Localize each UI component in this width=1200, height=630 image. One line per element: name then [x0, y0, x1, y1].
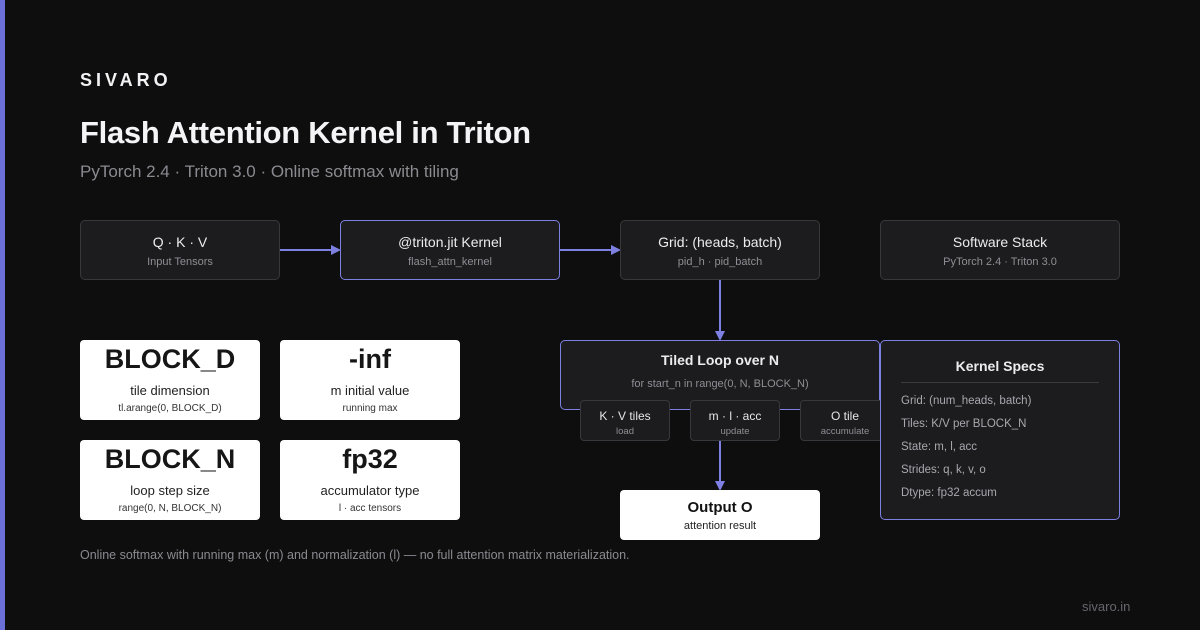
input-tensors-sub: Input Tensors — [147, 256, 213, 268]
stat-card-m-initial: -inf m initial value running max — [280, 340, 460, 420]
stat-card-block-d: BLOCK_D tile dimension tl.arange(0, BLOC… — [80, 340, 260, 420]
chip-title: K · V tiles — [599, 409, 651, 423]
chip-title: O tile — [830, 409, 859, 423]
chip-m-l-acc: m · l · acc update — [690, 400, 780, 441]
chip-sub: accumulate — [820, 426, 870, 437]
output-node: Output O attention result — [620, 490, 820, 540]
output-title: Output O — [687, 499, 753, 516]
stat-label: tile dimension — [130, 383, 210, 398]
kernel-spec-row: Dtype: fp32 accum — [901, 487, 997, 499]
output-sub: attention result — [683, 520, 757, 532]
tiled-loop-title: Tiled Loop over N — [661, 352, 779, 368]
stat-label: loop step size — [130, 483, 210, 498]
chip-o-tile: O tile accumulate — [800, 400, 890, 441]
chip-title: m · l · acc — [708, 409, 762, 423]
software-stack-sub: PyTorch 2.4 · Triton 3.0 — [943, 256, 1057, 268]
grid-title: Grid: (heads, batch) — [658, 234, 782, 250]
chip-sub: update — [720, 426, 750, 437]
kernel-spec-row: Grid: (num_heads, batch) — [901, 395, 1032, 407]
brand-logo: SIVARO — [80, 70, 172, 90]
stat-label: accumulator type — [320, 483, 420, 498]
stat-detail: running max — [342, 403, 398, 414]
stat-label: m initial value — [330, 383, 410, 398]
grid-node: Grid: (heads, batch) pid_h · pid_batch — [620, 220, 820, 280]
kernel-specs-panel: Kernel Specs Grid: (num_heads, batch) Ti… — [880, 340, 1120, 520]
stat-card-block-n: BLOCK_N loop step size range(0, N, BLOCK… — [80, 440, 260, 520]
stat-card-accumulator: fp32 accumulator type l · acc tensors — [280, 440, 460, 520]
kernel-spec-row: Tiles: K/V per BLOCK_N — [901, 418, 1027, 430]
kernel-specs-divider — [901, 382, 1099, 383]
stat-value: -inf — [349, 344, 391, 374]
kernel-specs-heading: Kernel Specs — [955, 358, 1045, 374]
triton-kernel-title: @triton.jit Kernel — [398, 234, 502, 250]
page-title: Flash Attention Kernel in Triton — [80, 115, 531, 150]
site-domain: sivaro.in — [1082, 599, 1131, 614]
tiled-loop-sub: for start_n in range(0, N, BLOCK_N) — [631, 378, 809, 390]
chip-kv-tiles: K · V tiles load — [580, 400, 670, 441]
input-tensors-title: Q · K · V — [152, 234, 208, 250]
input-tensors-node: Q · K · V Input Tensors — [80, 220, 280, 280]
stat-value: BLOCK_D — [104, 344, 236, 374]
grid-sub: pid_h · pid_batch — [677, 256, 763, 268]
software-stack-node: Software Stack PyTorch 2.4 · Triton 3.0 — [880, 220, 1120, 280]
page-subtitle: PyTorch 2.4 · Triton 3.0 · Online softma… — [80, 162, 459, 181]
triton-kernel-node: @triton.jit Kernel flash_attn_kernel — [340, 220, 560, 280]
footnote: Online softmax with running max (m) and … — [80, 548, 630, 562]
kernel-spec-row: State: m, l, acc — [901, 441, 978, 453]
stat-value: BLOCK_N — [104, 444, 236, 474]
stat-detail: tl.arange(0, BLOCK_D) — [118, 403, 222, 414]
triton-kernel-sub: flash_attn_kernel — [408, 256, 492, 268]
stat-detail: range(0, N, BLOCK_N) — [118, 503, 222, 514]
chip-sub: load — [616, 426, 634, 437]
software-stack-title: Software Stack — [952, 234, 1048, 250]
stat-detail: l · acc tensors — [338, 503, 402, 514]
tiled-loop-node: Tiled Loop over N for start_n in range(0… — [560, 340, 880, 410]
stat-value: fp32 — [342, 444, 398, 474]
kernel-spec-row: Strides: q, k, v, o — [901, 464, 986, 476]
accent-bar — [0, 0, 5, 630]
